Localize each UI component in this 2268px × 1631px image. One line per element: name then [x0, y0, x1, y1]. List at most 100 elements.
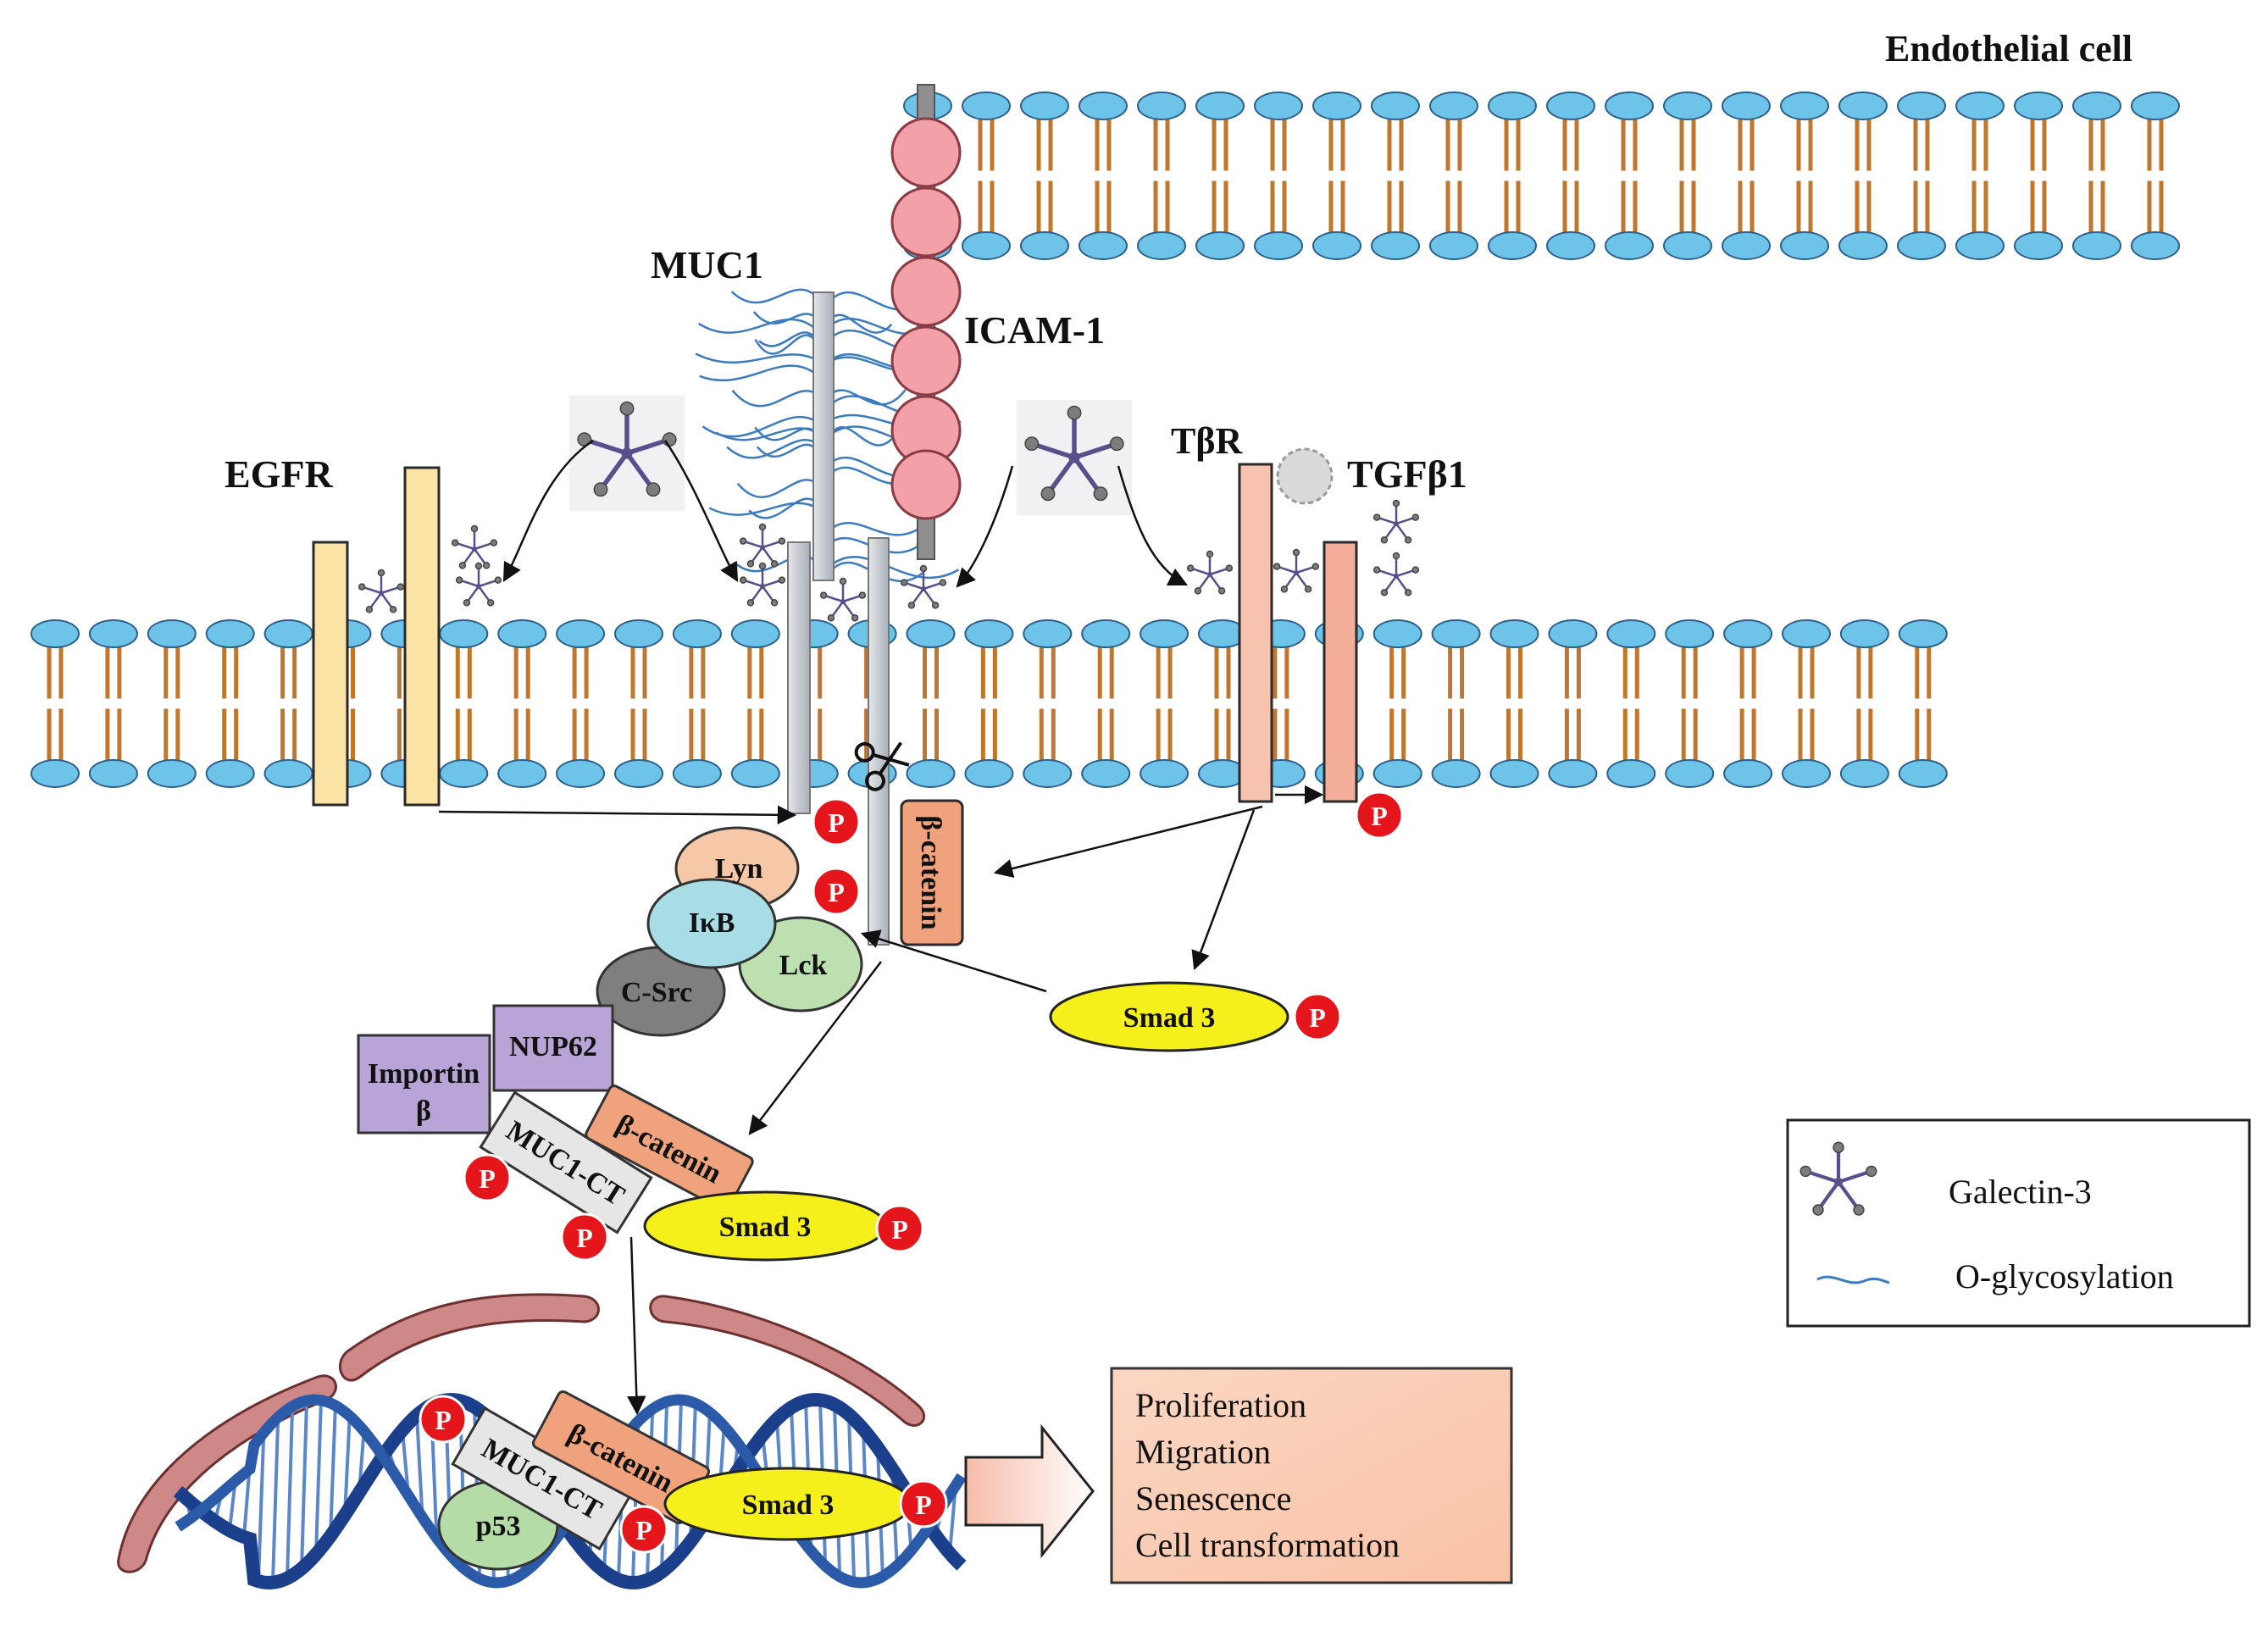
o-glycan-chain — [697, 318, 819, 334]
icam-1-domain — [890, 256, 962, 327]
galectin-3-star-icon — [1372, 552, 1420, 596]
tbr-label: TβR — [1171, 420, 1244, 462]
phosphate-badge: P — [560, 1212, 609, 1262]
csrc-label: C-Src — [621, 977, 692, 1008]
outcome-item: Senescence — [1135, 1479, 1291, 1517]
lipid-unit — [1020, 92, 1069, 260]
phosphate-badge: P — [1355, 791, 1404, 840]
dna-base-pair — [228, 1485, 236, 1531]
dna-base-pair — [329, 1402, 337, 1536]
svg-text:P: P — [828, 807, 845, 838]
phosphorylation-sites: P P P P P P P P P P — [419, 791, 1404, 1554]
o-glycan-chain — [828, 389, 907, 406]
lipid-unit — [1488, 92, 1537, 260]
o-glycan-chain — [736, 479, 819, 498]
svg-text:P: P — [828, 877, 845, 907]
o-glycan-chain — [748, 497, 819, 519]
legend: Galectin-3 O-glycosylation — [1786, 1118, 2251, 1328]
endothelial-cell-label: Endothelial cell — [1885, 28, 2132, 69]
egfr — [312, 466, 441, 807]
tgf-beta1-ligand — [1276, 447, 1334, 505]
lipid-unit — [30, 619, 80, 788]
nup62: NUP62 — [492, 1004, 614, 1092]
legend-galectin-label: Galectin-3 — [1949, 1173, 2092, 1211]
lipid-unit — [263, 619, 313, 788]
lipid-unit — [497, 619, 547, 788]
svg-text:P: P — [1309, 1002, 1326, 1033]
galectin-3-star-icon — [819, 577, 867, 622]
galectin-3-molecules — [358, 395, 1420, 622]
o-glycan-chain — [701, 415, 819, 438]
icam-1-domain — [890, 449, 962, 520]
icam-1-domain — [890, 186, 962, 258]
muc1-alpha-subunit — [787, 541, 811, 814]
o-glycan-chain — [828, 521, 923, 536]
beta-catenin-membrane-label: β-catenin — [915, 815, 946, 929]
icam-1-label: ICAM-1 — [964, 308, 1105, 352]
lipid-unit — [1081, 619, 1131, 788]
phosphate-badge: P — [1293, 992, 1342, 1041]
scissors-icon — [854, 741, 910, 791]
lipid-unit — [88, 619, 138, 788]
smad3-nucleus-label: Smad 3 — [742, 1490, 835, 1521]
outcome-item: Cell transformation — [1135, 1526, 1400, 1564]
lipid-unit — [1023, 619, 1073, 788]
phosphate-badge: P — [463, 1153, 512, 1202]
phosphate-badge: P — [812, 867, 861, 916]
svg-text:P: P — [635, 1515, 652, 1545]
cellular-outcomes-box: Proliferation Migration Senescence Cell … — [1110, 1367, 1513, 1584]
o-glycan-chain — [699, 364, 819, 382]
svg-text:P: P — [1371, 801, 1388, 831]
outcome-item: Proliferation — [1135, 1386, 1306, 1424]
lipid-unit — [1663, 92, 1712, 260]
galectin-3-star-icon — [900, 564, 947, 609]
galectin-3-star-icon — [1016, 399, 1133, 516]
beta-catenin-membrane: β-catenin — [900, 799, 964, 946]
importin-beta: Importin β — [357, 1034, 491, 1134]
o-glycan-chain — [752, 311, 819, 325]
svg-text:P: P — [576, 1223, 593, 1253]
outcome-item: Migration — [1135, 1433, 1271, 1471]
galectin-3-star-icon — [568, 395, 685, 512]
o-glycan-chain — [758, 331, 820, 347]
galectin-3-star-icon — [1372, 499, 1420, 544]
o-glycan-chain — [708, 502, 819, 516]
o-glycan-chain — [827, 425, 896, 447]
lipid-unit — [1839, 619, 1889, 788]
lipid-unit — [1898, 619, 1948, 788]
lipid-unit — [1548, 619, 1598, 788]
lipid-unit — [1198, 619, 1247, 788]
lipid-unit — [1431, 619, 1481, 788]
lipid-unit — [1079, 92, 1128, 260]
galectin-3-star-icon — [1799, 1141, 1877, 1216]
lipid-unit — [1137, 92, 1186, 260]
lipid-unit — [2072, 92, 2121, 260]
lipid-unit — [556, 619, 606, 788]
muc1-extracellular-bar — [812, 291, 835, 581]
lipid-unit — [205, 619, 255, 788]
lipid-unit — [1254, 92, 1303, 260]
lipid-unit — [1723, 619, 1773, 788]
lipid-unit — [1195, 92, 1245, 260]
phosphate-badge: P — [812, 797, 861, 846]
phosphate-badge: P — [875, 1204, 924, 1253]
egfr-label: EGFR — [225, 452, 334, 496]
muc1-beta-subunit — [868, 537, 890, 946]
o-glycan-chain — [827, 313, 893, 334]
lipid-unit — [730, 619, 780, 788]
o-glycosylation-icon — [1816, 1275, 1890, 1284]
dna-base-pair — [314, 1399, 323, 1555]
svg-text:P: P — [915, 1490, 932, 1520]
galectin-3-star-icon — [1273, 548, 1320, 593]
smad3-cytoplasm-label: Smad 3 — [1123, 1002, 1216, 1034]
smad3-cytoplasm: Smad 3 — [1049, 981, 1289, 1052]
nup62-label: NUP62 — [509, 1031, 597, 1062]
dna-base-pair — [286, 1409, 294, 1578]
lipid-unit — [1782, 619, 1831, 788]
svg-text:P: P — [479, 1163, 496, 1194]
lipid-unit — [1780, 92, 1829, 260]
signaling-arrows — [438, 439, 1324, 1416]
svg-text:P: P — [435, 1405, 452, 1435]
p53-label: p53 — [476, 1511, 521, 1542]
